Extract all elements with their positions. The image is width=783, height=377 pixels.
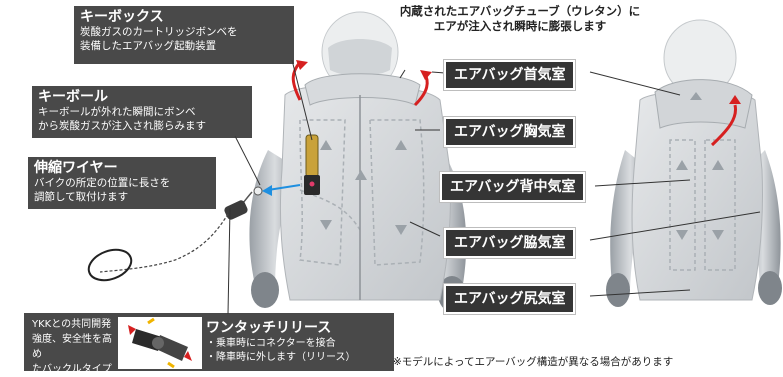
chamber-label-side: エアバッグ脇気室 [442,227,577,259]
one-touch-release-box: YKKとの共同開発 強度、安全性を高め たバックルタイプ ワンタッチリリース ・… [24,313,394,375]
one-touch-desc: ・乗車時にコネクターを接合 ・降車時に外します（リリース） [206,338,356,363]
chamber-label-back: エアバッグ背中気室 [438,171,587,203]
keybox-callout: キーボックス 炭酸ガスのカートリッジボンベを 装備したエアバッグ起動装置 [74,6,294,64]
keyball-callout: キーボール キーボールが外れた瞬間にボンベ から炭酸ガスが注入され膨らみます [32,86,252,138]
footer-note: ※モデルによってエアーバッグ構造が異なる場合があります [393,356,674,368]
chamber-label-neck: エアバッグ首気室 [442,59,577,91]
keybox-title: キーボックス [80,9,164,25]
buckle-icon [118,317,202,369]
header-note: 内蔵されたエアバッグチューブ（ウレタン）に エアが注入され瞬時に膨張します [399,4,641,33]
one-touch-title: ワンタッチリリース [206,320,332,336]
chamber-label-hip: エアバッグ尻気室 [442,283,577,315]
back-figure [606,19,782,307]
wire-desc: バイクの所定の位置に長さを 調節して取付けます [34,177,171,203]
keyball-title: キーボール [38,89,108,105]
keybox-desc: 炭酸ガスのカートリッジボンベを 装備したエアバッグ起動装置 [80,26,238,52]
wire-title: 伸縮ワイヤー [34,160,118,176]
keyball-desc: キーボールが外れた瞬間にボンベ から炭酸ガスが注入され膨らみます [38,106,206,132]
chamber-label-chest: エアバッグ胸気室 [442,116,577,148]
wire-callout: 伸縮ワイヤー バイクの所定の位置に長さを 調節して取付けます [28,157,216,209]
ykk-description: YKKとの共同開発 強度、安全性を高め たバックルタイプ [32,319,112,375]
